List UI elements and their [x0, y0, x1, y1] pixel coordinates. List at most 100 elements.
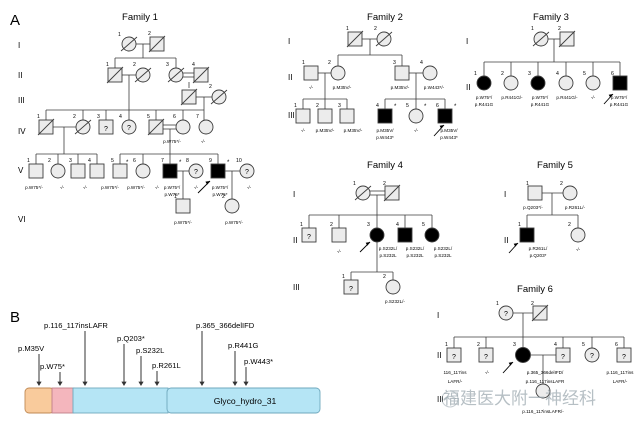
genotype-V-9-line2: p.W75* — [212, 192, 227, 197]
family-6-generation-II: II — [437, 351, 441, 360]
genotype-IV-6: p.W75*/- — [163, 139, 181, 144]
f6-id-I-1: 1 — [496, 301, 499, 307]
protein-region-signal-peptide — [24, 387, 55, 414]
family-2-generation-II: II — [288, 73, 292, 82]
f3-individual-II-4 — [558, 75, 574, 91]
genotype-V-10: -/- — [247, 185, 252, 190]
pedigree-family-3: Family 3 I II 1 2 1 2 3 4 5 6 p.W75*/ p.… — [466, 12, 629, 107]
f3-proband-arrow-head — [608, 94, 613, 98]
f3-individual-II-3-affected — [530, 75, 546, 91]
f2-individual-II-3 — [394, 65, 410, 81]
f3-genotype-II-5: -/- — [591, 95, 596, 100]
variant-label-w75: p.W75* — [40, 362, 65, 371]
watermark-logo-icon — [441, 390, 459, 408]
id-IV-6: 6 — [173, 114, 176, 120]
family-6-title: Family 6 — [517, 284, 553, 295]
family-4-title: Family 4 — [367, 160, 403, 171]
family-3-generation-II: II — [466, 83, 470, 92]
pedigree-family-4: Family 4 I II III 1 2 ? 1 2 3 4 5 -/- p.… — [293, 160, 453, 304]
f6-genotype-II-3-line2: p.116_117insLAFR — [526, 379, 565, 384]
f2-genotype-III-2: p.M35V/- — [316, 128, 335, 133]
f3-id-I-1: 1 — [531, 26, 534, 32]
f5-proband-arrow-head — [513, 243, 518, 247]
family-2-generation-I: I — [288, 37, 290, 46]
f2-sequenced-star-III-5: * — [424, 104, 427, 110]
id-V-6: 6 — [133, 158, 136, 164]
individual-V-5 — [112, 163, 128, 179]
id-III-2: 2 — [209, 84, 212, 90]
f2-individual-II-4 — [422, 65, 438, 81]
f4-individual-II-2 — [331, 227, 347, 243]
variant-label-del-ifd: p.365_366delIFD — [196, 321, 255, 330]
variant-label-s232l: p.S232L — [136, 346, 164, 355]
genotype-V-3: -/- — [83, 185, 88, 190]
f2-id-II-1: 1 — [302, 60, 305, 66]
unknown-mark-IV-3: ? — [104, 126, 108, 133]
f2-id-II-2: 2 — [328, 60, 331, 66]
f4-proband-arrow-head — [365, 242, 370, 246]
family-6-generation-I: I — [437, 311, 439, 320]
f6-id-II-1: 1 — [445, 342, 448, 348]
genotype-V-7-line1: p.W75*/ — [164, 185, 181, 190]
f6-id-I-2: 2 — [531, 301, 534, 307]
f4-id-I-1: 1 — [353, 181, 356, 187]
genotype-V-1: p.W75*/- — [25, 185, 43, 190]
f3-genotype-II-3-line1: p.W75*/ — [532, 95, 549, 100]
individual-IV-3 — [98, 119, 114, 135]
f4-individual-III-1 — [343, 279, 359, 295]
variant-pointer-arrows — [38, 331, 247, 383]
f2-individual-II-1 — [303, 65, 319, 81]
f4-id-II-1: 1 — [300, 222, 303, 228]
variant-label-q203: p.Q203* — [117, 334, 145, 343]
f5-genotype-II-2: -/- — [576, 247, 581, 252]
id-II-2: 2 — [133, 62, 136, 68]
f2-id-III-2: 2 — [316, 103, 319, 109]
genotype-VI-2: p.W75*/- — [225, 220, 243, 225]
id-V-4: 4 — [88, 158, 91, 164]
genotype-V-4: p.W75*/- — [101, 185, 119, 190]
genotype-V-7-line2: p.W75* — [164, 192, 179, 197]
f5-genotype-II-1-line1: p.R261L/ — [529, 246, 548, 251]
variant-label-w443: p.W443* — [244, 357, 273, 366]
individual-IV-4 — [121, 119, 137, 135]
id-IV-1: 1 — [37, 114, 40, 120]
f3-individual-II-1-affected — [476, 75, 492, 91]
f5-individual-I-1 — [527, 185, 543, 201]
family-1-generation-III: III — [18, 96, 25, 105]
f4-id-II-5: 5 — [422, 222, 425, 228]
family-6-generation-III: III — [437, 395, 444, 404]
protein-region-trefoil — [51, 387, 75, 414]
sequenced-star-V-5: * — [126, 160, 129, 166]
f3-id-II-4: 4 — [556, 71, 559, 77]
f2-individual-III-3 — [339, 108, 355, 124]
individual-V-2 — [50, 163, 66, 179]
f2-genotype-III-3: p.M35V/- — [344, 128, 363, 133]
genotype-VI-1: p.W75*/- — [174, 220, 192, 225]
f5-individual-I-2 — [562, 185, 578, 201]
protein-bar: Glyco_hydro_31 — [24, 387, 321, 414]
f6-unknown-mark-II-5: ? — [590, 353, 594, 360]
id-V-3: 3 — [69, 158, 72, 164]
f4-id-I-2: 2 — [383, 181, 386, 187]
f3-individual-II-6-affected — [612, 75, 628, 91]
f6-unknown-mark-II-2: ? — [484, 354, 488, 361]
f5-id-II-2: 2 — [568, 222, 571, 228]
f4-genotype-II-3-line2: p.S232L — [379, 253, 397, 258]
unknown-mark-V-8: ? — [194, 169, 198, 176]
genotype-V-8: -/- — [194, 185, 199, 190]
id-V-10: 10 — [236, 158, 242, 164]
family-5-generation-II: II — [504, 236, 508, 245]
f6-individual-III-1 — [535, 383, 551, 399]
id-IV-7: 7 — [196, 114, 199, 120]
f4-id-III-2: 2 — [383, 274, 386, 280]
f2-individual-III-5 — [408, 108, 424, 124]
f2-id-III-6: 6 — [436, 103, 439, 109]
f6-genotype-II-2: -/- — [485, 370, 490, 375]
f2-genotype-III-1: -/- — [301, 128, 306, 133]
f4-genotype-II-4-line2: p.S232L — [406, 253, 424, 258]
f6-id-II-2: 2 — [477, 342, 480, 348]
family-1-generation-V: V — [18, 166, 24, 175]
family-1-generation-II: II — [18, 71, 22, 80]
domain-name-label: Glyco_hydro_31 — [214, 396, 277, 406]
